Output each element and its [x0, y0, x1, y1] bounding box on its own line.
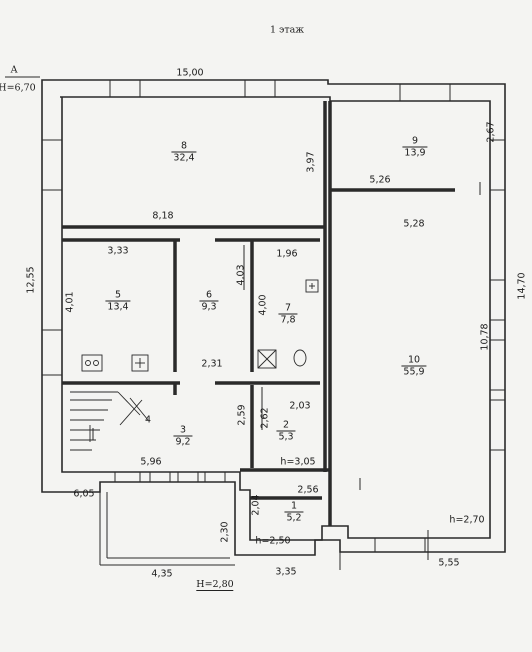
height-mark-vestibule: h=3,05: [280, 456, 316, 468]
dimension-label: 5,28: [403, 218, 425, 230]
floor-title: 1 этаж: [269, 24, 305, 36]
dimension-label: 2,31: [201, 358, 223, 370]
shower: [257, 349, 277, 369]
radiator: [305, 279, 319, 293]
dimension-label: 5,55: [438, 557, 460, 569]
height-mark-room-1: h=2,50: [255, 535, 291, 547]
dimension-label: 2,03: [289, 400, 311, 412]
dimension-label: 2,67: [485, 121, 497, 143]
window: [244, 79, 276, 98]
interior-wall-outline: [60, 96, 491, 541]
window: [177, 471, 199, 483]
toilet: [293, 349, 307, 367]
dimension-label: 5,26: [369, 174, 391, 186]
dimension-label: 2,62: [259, 407, 271, 429]
window: [399, 83, 451, 102]
window: [374, 537, 426, 553]
dimension-label: 5,96: [140, 456, 162, 468]
dimension-label: 4,01: [64, 291, 76, 313]
window: [149, 471, 171, 483]
window: [41, 139, 63, 191]
height-mark-bottom: H=2,80: [196, 579, 234, 591]
dimension-label: 4,35: [151, 568, 173, 580]
height-mark-room-10: h=2,70: [449, 514, 485, 526]
sink: [131, 354, 149, 372]
exterior-wall: [41, 79, 506, 556]
dimension-label: 4,00: [257, 294, 269, 316]
window: [109, 79, 141, 98]
stove: [81, 354, 103, 372]
window: [489, 279, 506, 321]
dimension-label: 14,70: [516, 272, 528, 300]
dimension-label: 1,96: [276, 248, 298, 260]
dimension-label: 6,05: [73, 488, 95, 500]
dimension-label: 4,03: [235, 264, 247, 286]
section-mark: A: [10, 64, 18, 76]
dimension-label: 2,04: [250, 494, 262, 516]
dimension-label: 12,55: [25, 266, 37, 294]
dimension-label: 3,97: [305, 151, 317, 173]
dimension-label: 2,30: [219, 521, 231, 543]
dimension-label: 2,56: [297, 484, 319, 496]
stair-label: 4: [144, 414, 152, 426]
dimension-label: 3,33: [107, 245, 129, 257]
window: [489, 399, 506, 451]
window: [489, 139, 506, 191]
window: [489, 339, 506, 391]
dimension-label: 10,78: [479, 323, 491, 351]
height-mark-top: H=6,70: [0, 82, 36, 94]
dimension-label: 15,00: [176, 67, 204, 79]
window: [204, 471, 226, 483]
dimension-label: 2,59: [236, 404, 248, 426]
dimension-label: 3,35: [275, 566, 297, 578]
window: [114, 471, 141, 483]
dimension-label: 8,18: [152, 210, 174, 222]
window: [41, 329, 63, 376]
